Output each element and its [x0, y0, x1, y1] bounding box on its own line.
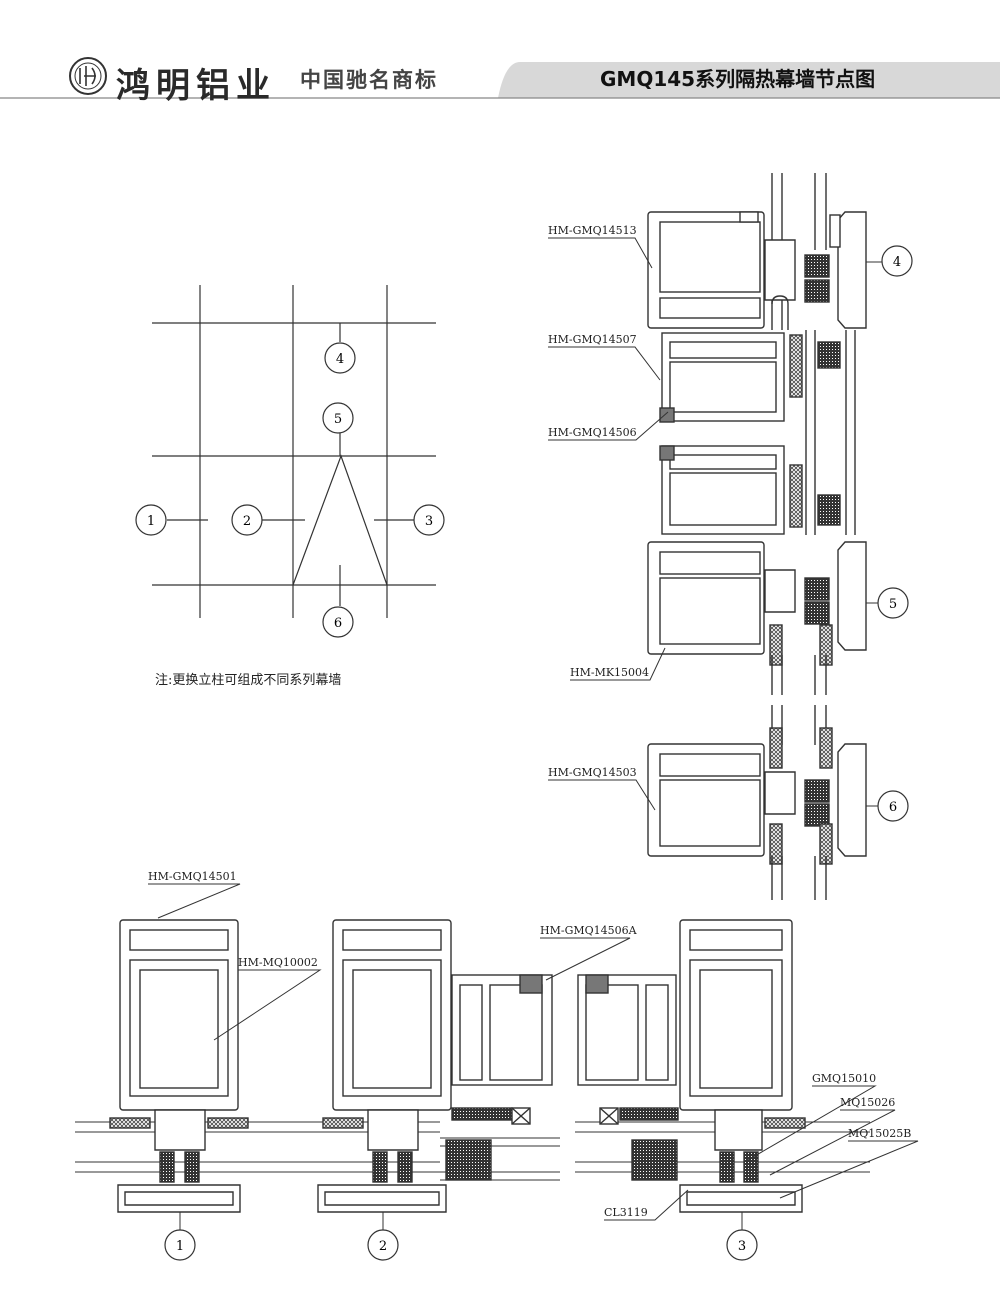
key-marker-6: 6 [322, 606, 354, 638]
label-mk15004: HM-MK15004 [570, 666, 649, 679]
vertical-labels: HM-GMQ14513 HM-GMQ14507 HM-GMQ14506 HM-M… [548, 224, 649, 779]
svg-text:5: 5 [889, 597, 897, 612]
header-graphics [0, 57, 1000, 99]
key-marker-1: 1 [135, 504, 167, 536]
brand-logo-icon [69, 57, 107, 95]
key-marker-3: 3 [413, 504, 445, 536]
drawing-note: 注:更换立柱可组成不同系列幕墙 [155, 673, 342, 688]
label-gmq14513: HM-GMQ14513 [548, 224, 637, 237]
key-plan [152, 285, 436, 618]
transom-gmq14503 [647, 727, 867, 865]
label-gmq14506: HM-GMQ14506 [548, 426, 637, 439]
page-header: 鸿明铝业 中国驰名商标 GMQ145系列隔热幕墙节点图 [0, 0, 1000, 106]
label-gmq14507: HM-GMQ14507 [548, 333, 637, 346]
page-title: GMQ145系列隔热幕墙节点图 [600, 67, 876, 91]
glass-bottom [771, 856, 827, 900]
section-marker-4: 4 [881, 245, 913, 277]
vertical-leaders [548, 237, 882, 811]
label-gmq14503: HM-GMQ14503 [548, 766, 637, 779]
vertical-section [647, 173, 867, 900]
transom-mk15004 [647, 541, 867, 666]
label-cl3119: CL3119 [604, 1206, 648, 1219]
svg-text:5: 5 [334, 412, 342, 427]
vertical-markers: 4 5 6 [877, 245, 913, 822]
key-marker-4: 4 [324, 342, 356, 374]
transom-gmq14513 [647, 211, 867, 330]
svg-text:1: 1 [176, 1239, 184, 1254]
spacer-upper [789, 334, 803, 398]
svg-text:6: 6 [334, 616, 342, 631]
section-marker-5: 5 [877, 587, 909, 619]
gasket-upper [817, 341, 841, 369]
brand-slogan: 中国驰名商标 [300, 68, 438, 92]
vent-gmq14507 [659, 332, 785, 423]
section-marker-3: 3 [726, 1229, 758, 1261]
section-marker-1: 1 [164, 1229, 196, 1261]
svg-text:3: 3 [425, 514, 433, 529]
horizontal-labels: HM-GMQ14501 HM-MQ10002 HM-GMQ14506A GMQ1… [148, 870, 911, 1219]
key-marker-2: 2 [231, 504, 263, 536]
vent-lower [659, 445, 785, 535]
glass-mid-upper [805, 330, 856, 535]
mullion-section-3 [577, 919, 806, 1213]
horizontal-sections [75, 919, 870, 1213]
label-gmq14501: HM-GMQ14501 [148, 870, 237, 883]
header-band [498, 62, 1000, 98]
mullion-section-2 [317, 919, 553, 1213]
horizontal-markers: 1 2 3 [164, 1229, 758, 1261]
mullion-section-1 [109, 919, 249, 1213]
label-gmq14506a: HM-GMQ14506A [540, 924, 638, 937]
gasket-lower [817, 494, 841, 526]
svg-text:6: 6 [889, 800, 897, 815]
svg-text:2: 2 [243, 514, 251, 529]
horizontal-leaders [148, 883, 919, 1230]
section-marker-6: 6 [877, 790, 909, 822]
svg-text:3: 3 [738, 1239, 746, 1254]
label-gmq15010: GMQ15010 [812, 1072, 876, 1085]
key-marker-5: 5 [322, 402, 354, 434]
label-mq15025b: MQ15025B [848, 1127, 911, 1140]
svg-text:1: 1 [147, 514, 155, 529]
section-marker-2: 2 [367, 1229, 399, 1261]
svg-text:2: 2 [379, 1239, 387, 1254]
key-plan-markers: 1 2 3 4 5 6 [135, 342, 445, 638]
brand-name: 鸿明铝业 [116, 66, 276, 106]
label-mq15026: MQ15026 [840, 1096, 895, 1109]
spacer-lower [789, 464, 803, 528]
label-mq10002: HM-MQ10002 [238, 956, 318, 969]
svg-text:4: 4 [336, 352, 344, 367]
svg-text:4: 4 [893, 255, 901, 270]
